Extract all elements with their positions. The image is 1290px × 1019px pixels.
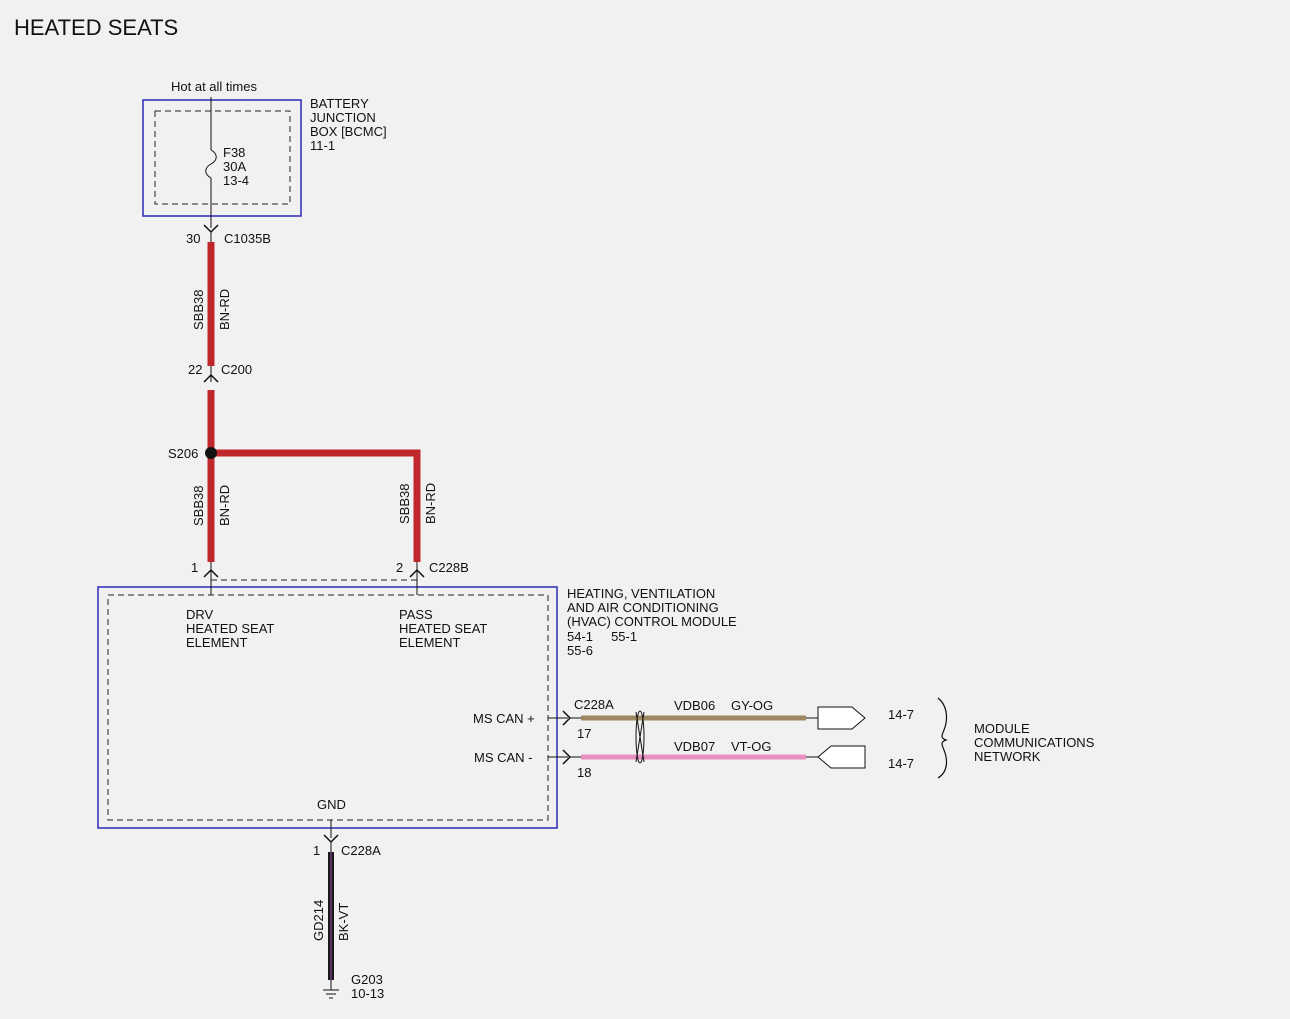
twisted-pair-icon xyxy=(635,710,645,764)
svg-text:HEATED SEAT: HEATED SEAT xyxy=(399,621,487,636)
svg-text:55-6: 55-6 xyxy=(567,643,593,658)
svg-text:ELEMENT: ELEMENT xyxy=(186,635,247,650)
twisted-pair-cross-2 xyxy=(635,711,645,763)
svg-text:NETWORK: NETWORK xyxy=(974,749,1041,764)
connector-c228b-drv-icon xyxy=(203,568,219,578)
supply-note: Hot at all times xyxy=(171,79,257,94)
svg-text:(HVAC) CONTROL MODULE: (HVAC) CONTROL MODULE xyxy=(567,614,737,629)
wire-pass-circuit: SBB38 xyxy=(397,484,412,524)
fuse-label: F38 30A 13-4 xyxy=(223,145,249,188)
ms-can-plus-label: MS CAN + xyxy=(473,711,535,726)
can-minus-pin: 18 xyxy=(577,765,591,780)
wire-vdb07-circuit: VDB07 xyxy=(674,739,715,754)
splice-s206-icon xyxy=(205,447,217,459)
wire-sbb38-lower-circuit: SBB38 xyxy=(191,486,206,526)
brace-icon xyxy=(937,697,948,779)
offpage-arrow-can-plus-icon xyxy=(817,706,866,730)
battery-junction-box-inner xyxy=(154,110,291,205)
wire-vdb06-circuit: VDB06 xyxy=(674,698,715,713)
svg-text:11-1: 11-1 xyxy=(310,138,335,153)
gnd-label: GND xyxy=(317,797,346,812)
connector-c200-icon xyxy=(203,373,219,383)
wire-sbb38-lower-color: BN-RD xyxy=(217,485,232,526)
c228a-can-name: C228A xyxy=(574,697,614,712)
svg-text:F38: F38 xyxy=(223,145,245,160)
diagram-title: HEATED SEATS xyxy=(14,15,178,40)
svg-text:AND AIR CONDITIONING: AND AIR CONDITIONING xyxy=(567,600,719,615)
wire-pass-color: BN-RD xyxy=(423,483,438,524)
c1035b-name: C1035B xyxy=(224,231,271,246)
svg-text:54-1 55-1: 54-1 55-1 xyxy=(567,629,637,644)
c228b-drv-pin: 1 xyxy=(191,560,198,575)
svg-text:DRV: DRV xyxy=(186,607,214,622)
wire-vdb06-color: GY-OG xyxy=(731,698,773,713)
svg-text:HEATING, VENTILATION: HEATING, VENTILATION xyxy=(567,586,715,601)
svg-text:HEATED SEAT: HEATED SEAT xyxy=(186,621,274,636)
c228a-gnd-pin: 1 xyxy=(313,843,320,858)
offpage-arrow-can-minus-icon xyxy=(817,745,866,769)
wire-sbb38-pass-branch xyxy=(211,449,421,562)
wire-gd214-circuit: GD214 xyxy=(311,900,326,941)
c200-pin: 22 xyxy=(188,362,202,377)
svg-text:PASS: PASS xyxy=(399,607,433,622)
wire-gd214-color: BK-VT xyxy=(336,903,351,941)
can-plus-pin: 17 xyxy=(577,726,591,741)
svg-text:13-4: 13-4 xyxy=(223,173,249,188)
ms-can-minus-label: MS CAN - xyxy=(474,750,533,765)
ground-point-name: G203 xyxy=(351,972,383,987)
ground-point-ref: 10-13 xyxy=(351,986,384,1001)
svg-text:COMMUNICATIONS: COMMUNICATIONS xyxy=(974,735,1095,750)
c228b-pass-pin: 2 xyxy=(396,560,403,575)
ground-symbol-icon xyxy=(323,989,339,999)
wire-sbb38-upper-circuit: SBB38 xyxy=(191,290,206,330)
c200-name: C200 xyxy=(221,362,252,377)
hvac-module-inner xyxy=(107,594,549,821)
svg-text:ELEMENT: ELEMENT xyxy=(399,635,460,650)
network-ref-minus: 14-7 xyxy=(888,756,914,771)
module-communications-network-label: MODULE COMMUNICATIONS NETWORK xyxy=(974,721,1095,764)
hvac-module-label: HEATING, VENTILATION AND AIR CONDITIONIN… xyxy=(567,586,737,658)
battery-junction-box-label: BATTERY JUNCTION BOX [BCMC] 11-1 xyxy=(310,96,387,153)
pass-heated-seat-element-label: PASS HEATED SEAT ELEMENT xyxy=(399,607,487,650)
wire-sbb38-upper-color: BN-RD xyxy=(217,289,232,330)
network-ref-plus: 14-7 xyxy=(888,707,914,722)
svg-text:BOX [BCMC]: BOX [BCMC] xyxy=(310,124,387,139)
battery-junction-box-outline xyxy=(142,99,302,217)
fuse-icon xyxy=(205,149,217,179)
svg-text:JUNCTION: JUNCTION xyxy=(310,110,376,125)
drv-heated-seat-element-label: DRV HEATED SEAT ELEMENT xyxy=(186,607,274,650)
connector-c228b-pass-icon xyxy=(409,568,425,578)
c228b-name: C228B xyxy=(429,560,469,575)
hvac-module-outline xyxy=(97,586,558,829)
svg-text:BATTERY: BATTERY xyxy=(310,96,369,111)
c228a-gnd-name: C228A xyxy=(341,843,381,858)
c1035b-pin: 30 xyxy=(186,231,200,246)
wire-vdb07-color: VT-OG xyxy=(731,739,771,754)
svg-text:MODULE: MODULE xyxy=(974,721,1030,736)
svg-text:30A: 30A xyxy=(223,159,246,174)
splice-s206-label: S206 xyxy=(168,446,198,461)
